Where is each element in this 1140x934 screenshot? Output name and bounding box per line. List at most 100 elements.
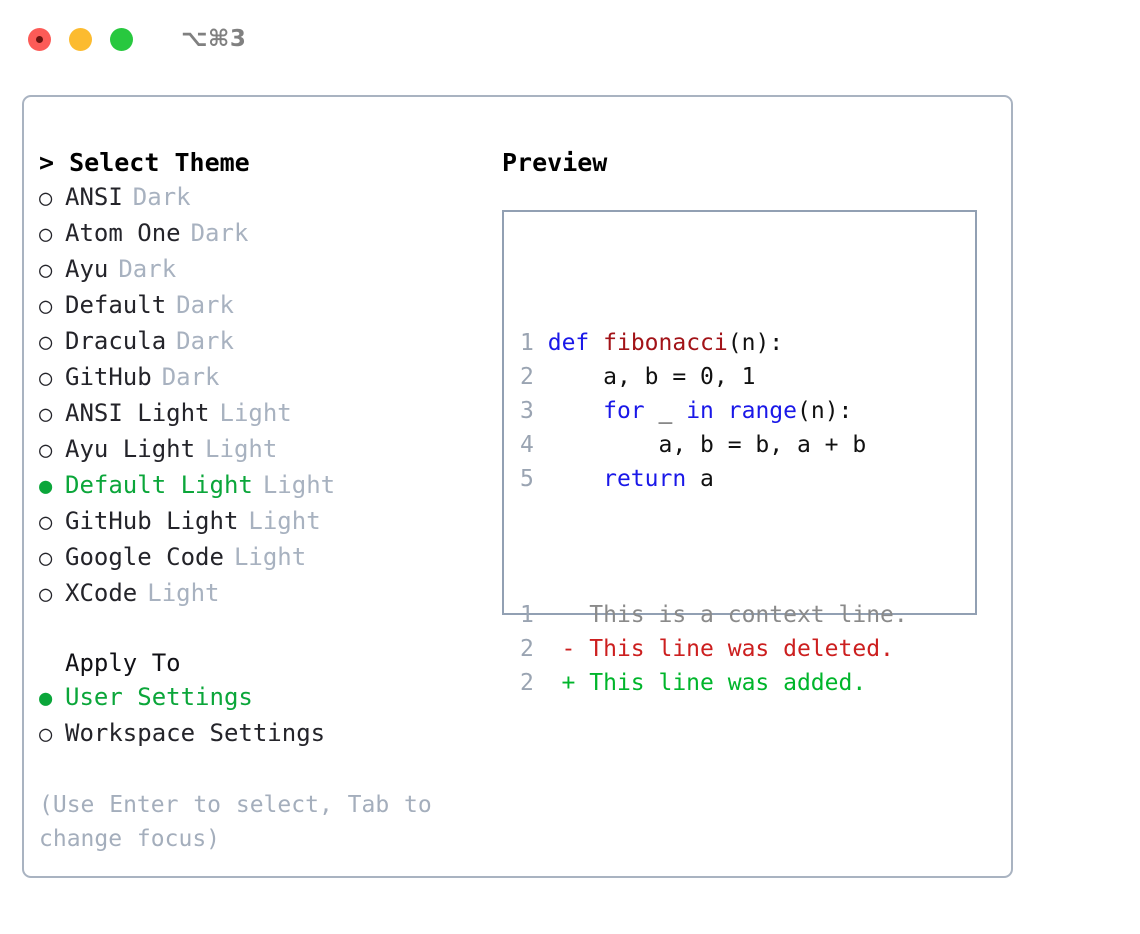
minimize-button[interactable] bbox=[69, 27, 92, 51]
radio-unselected-icon[interactable]: ○ bbox=[39, 582, 53, 607]
theme-name: ANSI Light bbox=[65, 399, 210, 427]
theme-name: Dracula bbox=[65, 327, 167, 355]
code-token: in bbox=[686, 398, 714, 424]
radio-unselected-icon[interactable]: ○ bbox=[39, 722, 53, 747]
theme-list-item[interactable]: ○ ANSI Light Light bbox=[39, 396, 469, 432]
radio-unselected-icon[interactable]: ○ bbox=[39, 438, 53, 463]
theme-list-item[interactable]: ○ Atom One Dark bbox=[39, 216, 469, 252]
theme-variant-badge: Dark bbox=[176, 291, 234, 319]
code-line: 1 def fibonacci(n): bbox=[520, 326, 908, 360]
code-gutter-space bbox=[534, 432, 548, 458]
code-line: 4 a, b = b, a + b bbox=[520, 428, 908, 462]
theme-name: Ayu Light bbox=[65, 435, 196, 463]
theme-name: Ayu bbox=[65, 255, 109, 283]
line-number: 4 bbox=[520, 432, 534, 458]
diff-line: 1 This is a context line. bbox=[520, 598, 908, 632]
radio-unselected-icon[interactable]: ○ bbox=[39, 510, 53, 535]
apply-to-item[interactable]: ●User Settings bbox=[39, 680, 469, 716]
theme-list-item[interactable]: ○ Dracula Dark bbox=[39, 324, 469, 360]
apply-to-list: ●User Settings ○ Workspace Settings bbox=[39, 680, 469, 752]
keyboard-shortcut-label: ⌥⌘3 bbox=[181, 26, 247, 52]
line-number: 2 bbox=[520, 364, 534, 390]
radio-selected-icon[interactable]: ● bbox=[39, 686, 53, 711]
radio-unselected-icon[interactable]: ○ bbox=[39, 258, 53, 283]
code-token bbox=[714, 398, 728, 424]
line-number: 2 bbox=[520, 636, 534, 662]
code-token: return bbox=[603, 466, 687, 492]
line-number: 1 bbox=[520, 330, 534, 356]
theme-name: Default bbox=[65, 291, 167, 319]
radio-selected-icon[interactable]: ● bbox=[39, 474, 53, 499]
line-number: 2 bbox=[520, 670, 534, 696]
code-token: (n): bbox=[727, 330, 784, 356]
theme-variant-badge: Dark bbox=[176, 327, 234, 355]
line-number: 5 bbox=[520, 466, 534, 492]
code-gutter-space bbox=[534, 364, 548, 390]
apply-to-item[interactable]: ○ Workspace Settings bbox=[39, 716, 469, 752]
maximize-button[interactable] bbox=[110, 27, 133, 51]
code-token: a, b = 0, 1 bbox=[547, 364, 756, 390]
theme-name: GitHub Light bbox=[65, 507, 239, 535]
title-bar: ⌥⌘3 bbox=[0, 0, 1140, 78]
diff-line: 2 - This line was deleted. bbox=[520, 632, 908, 666]
theme-variant-badge: Dark bbox=[190, 219, 249, 247]
radio-unselected-icon[interactable]: ○ bbox=[39, 294, 53, 319]
radio-unselected-icon[interactable]: ○ bbox=[39, 546, 53, 571]
radio-unselected-icon[interactable]: ○ bbox=[39, 330, 53, 355]
code-token bbox=[548, 398, 603, 424]
theme-list-item[interactable]: ○ Default Dark bbox=[39, 288, 469, 324]
code-gutter-space bbox=[534, 330, 548, 356]
code-token bbox=[589, 330, 603, 356]
theme-list-item[interactable]: ○ Ayu Dark bbox=[39, 252, 469, 288]
close-button[interactable] bbox=[28, 27, 51, 51]
diff-line: 2 + This line was added. bbox=[520, 666, 908, 700]
line-number: 3 bbox=[520, 398, 534, 424]
theme-name: XCode bbox=[65, 579, 138, 607]
theme-variant-badge: Light bbox=[205, 435, 278, 463]
preview-heading: Preview bbox=[502, 148, 608, 177]
code-line: 5 return a bbox=[520, 462, 908, 496]
theme-name: Atom One bbox=[65, 219, 181, 247]
radio-unselected-icon[interactable]: ○ bbox=[39, 402, 53, 427]
code-token: fibonacci bbox=[603, 330, 728, 356]
theme-list-item[interactable]: ○ Ayu Light Light bbox=[39, 432, 469, 468]
keyboard-hint: (Use Enter to select, Tab to change focu… bbox=[39, 792, 432, 852]
traffic-lights bbox=[28, 27, 133, 51]
diff-text: + This line was added. bbox=[533, 670, 867, 696]
diff-sample: 1 This is a context line.2 - This line w… bbox=[520, 598, 908, 700]
theme-name: Google Code bbox=[65, 543, 224, 571]
apply-to-label: Workspace Settings bbox=[65, 719, 326, 747]
radio-unselected-icon[interactable]: ○ bbox=[39, 366, 53, 391]
select-theme-heading: > Select Theme bbox=[39, 148, 250, 177]
radio-unselected-icon[interactable]: ○ bbox=[39, 186, 53, 211]
code-gutter-space bbox=[534, 466, 548, 492]
theme-variant-badge: Light bbox=[147, 579, 220, 607]
section-spacer bbox=[39, 612, 469, 646]
diff-text: This is a context line. bbox=[533, 602, 908, 628]
code-line: 2 a, b = 0, 1 bbox=[520, 360, 908, 394]
theme-variant-badge: Light bbox=[219, 399, 292, 427]
code-token: for bbox=[603, 398, 645, 424]
theme-variant-badge: Light bbox=[262, 471, 336, 499]
radio-unselected-icon[interactable]: ○ bbox=[39, 222, 53, 247]
theme-list-item[interactable]: ○ XCode Light bbox=[39, 576, 469, 612]
theme-variant-badge: Dark bbox=[161, 363, 220, 391]
code-token: a bbox=[686, 466, 714, 492]
diff-text: - This line was deleted. bbox=[533, 636, 894, 662]
code-line: 3 for _ in range(n): bbox=[520, 394, 908, 428]
code-gutter-space bbox=[534, 398, 548, 424]
theme-variant-badge: Dark bbox=[118, 255, 177, 283]
code-token: (n): bbox=[797, 398, 853, 424]
